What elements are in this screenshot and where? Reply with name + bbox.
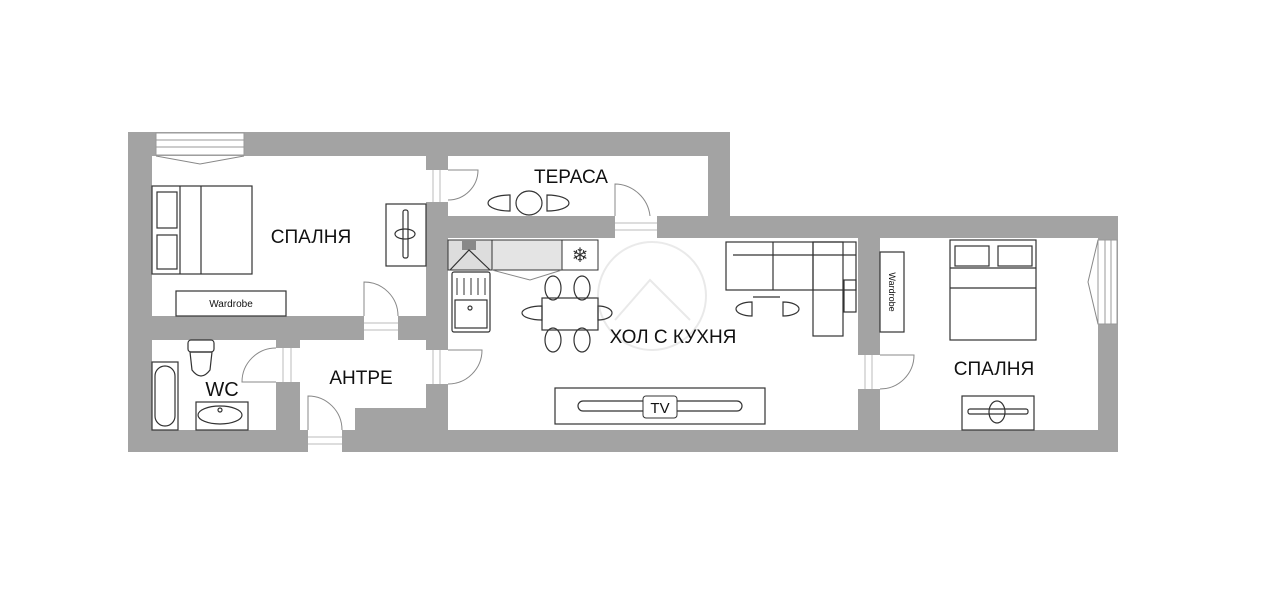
door-bedroom-left[interactable] [363, 281, 399, 340]
tv-stand-right [961, 395, 1035, 431]
toilet [187, 339, 215, 377]
terrace-floor [448, 156, 708, 216]
door-hall[interactable] [426, 349, 483, 385]
sink [454, 299, 488, 329]
tv-label: TV [650, 400, 669, 417]
room-label-bedroom-right: СПАЛНЯ [954, 359, 1034, 380]
wardrobe-label: Wardrobe [209, 299, 253, 310]
stove [451, 271, 491, 333]
sofa [725, 241, 857, 337]
coffee-table-chairs [735, 296, 800, 317]
watermark-logo [597, 241, 707, 351]
terrace-table-set [487, 190, 570, 216]
door-wc[interactable] [241, 347, 300, 383]
bed-right [949, 239, 1037, 341]
wardrobe-right: Wardrobe [879, 251, 905, 333]
door-entrance-front[interactable] [307, 395, 343, 452]
wardrobe-left: Wardrobe [175, 290, 287, 317]
bathtub [151, 361, 179, 431]
dining-table [521, 275, 613, 353]
washbasin [195, 401, 249, 431]
room-label-terrace: ТЕРАСА [534, 167, 608, 188]
windows [155, 132, 1118, 325]
door-terrace-hall[interactable] [614, 183, 657, 238]
bed-left [151, 185, 253, 275]
doors [241, 169, 915, 452]
door-bedroom-right[interactable] [858, 354, 915, 390]
bedroom-left-floor [152, 156, 426, 316]
room-label-entrance: АНТРЕ [329, 368, 392, 389]
tv-stand-left [385, 203, 427, 267]
door-terrace-left[interactable] [426, 169, 479, 202]
room-label-wc: WC [205, 379, 238, 401]
fridge [561, 239, 599, 271]
kitchen: ❄ [447, 239, 599, 333]
bedroom-right-floor [880, 238, 1098, 430]
room-label-living-kitchen: ХОЛ С КУХНЯ [610, 327, 737, 348]
tv-unit: TV [554, 387, 766, 425]
window-bedroom-right [1097, 239, 1118, 325]
entrance-floor [300, 340, 426, 430]
snowflake-icon: ❄ [572, 245, 589, 267]
counter [491, 239, 563, 271]
window-bedroom-left [155, 132, 245, 156]
wardrobe-label: Wardrobe [887, 272, 897, 311]
room-label-bedroom-left: СПАЛНЯ [271, 227, 351, 248]
